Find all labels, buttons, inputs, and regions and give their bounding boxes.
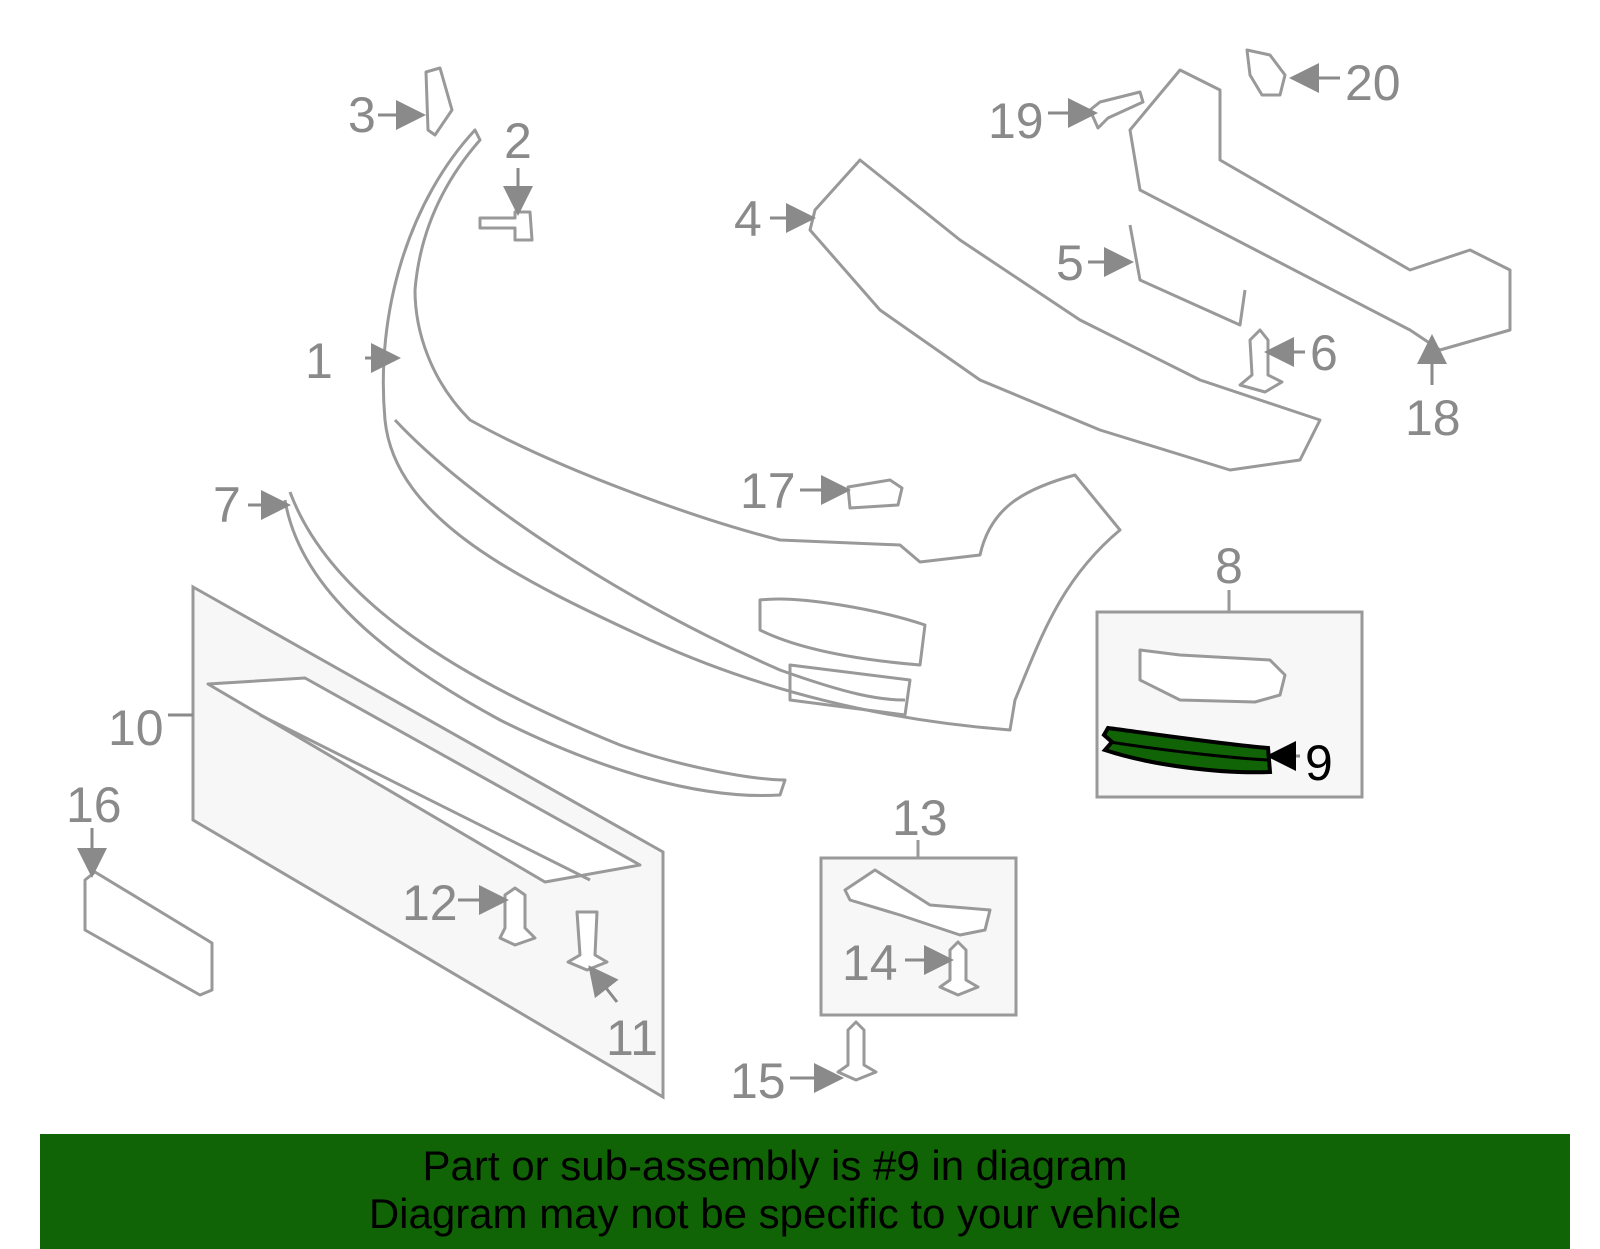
part-9-grille-highlighted bbox=[1101, 725, 1273, 775]
callout-14: 14 bbox=[842, 935, 898, 991]
callout-15: 15 bbox=[730, 1053, 786, 1109]
part-10-undertray bbox=[206, 676, 642, 884]
callout-7: 7 bbox=[213, 477, 241, 533]
callout-10: 10 bbox=[108, 700, 164, 756]
part-15-push-pin bbox=[836, 1020, 878, 1082]
callout-arrow-11 bbox=[588, 965, 619, 1003]
part-5-bracket bbox=[1128, 224, 1247, 327]
callout-8: 8 bbox=[1215, 538, 1243, 594]
part-1-bumper-cover bbox=[381, 128, 1122, 732]
callout-20: 20 bbox=[1345, 55, 1401, 111]
callout-11: 11 bbox=[606, 1010, 658, 1066]
part-20-clip-nut bbox=[1245, 48, 1287, 97]
callout-18: 18 bbox=[1405, 390, 1461, 446]
part-7-lower-strip bbox=[283, 491, 787, 798]
part-16-plate-bracket bbox=[83, 870, 214, 997]
part-14-push-pin bbox=[938, 940, 980, 997]
part-18-reinforcement bbox=[1128, 68, 1512, 352]
part-3-clip bbox=[424, 66, 454, 137]
callout-17: 17 bbox=[740, 463, 796, 519]
callout-3: 3 bbox=[348, 87, 376, 143]
callout-4: 4 bbox=[734, 191, 762, 247]
callout-5: 5 bbox=[1056, 235, 1084, 291]
part-10-detail bbox=[259, 713, 591, 882]
part-1-lower-vent bbox=[788, 663, 912, 717]
part-4-energy-absorber bbox=[808, 158, 1322, 472]
part-17-tow-cover bbox=[846, 478, 904, 510]
part-1-fog-opening bbox=[758, 597, 927, 667]
part-1-lower-grille bbox=[393, 418, 906, 702]
banner-line-1: Part or sub-assembly is #9 in diagram bbox=[422, 1142, 1128, 1189]
callout-1: 1 bbox=[305, 333, 333, 389]
info-banner: Part or sub-assembly is #9 in diagram Di… bbox=[40, 1134, 1570, 1249]
callout-19: 19 bbox=[988, 93, 1044, 149]
part-9-grille-slat bbox=[1109, 740, 1269, 762]
callout-2: 2 bbox=[504, 113, 532, 169]
callout-13: 13 bbox=[892, 790, 948, 846]
part-13-bracket bbox=[843, 868, 992, 937]
part-6-push-pin bbox=[1238, 328, 1284, 394]
banner-line-2: Diagram may not be specific to your vehi… bbox=[368, 1190, 1182, 1237]
callout-16: 16 bbox=[66, 777, 122, 833]
callout-6: 6 bbox=[1310, 325, 1338, 381]
callout-12: 12 bbox=[402, 875, 458, 931]
callout-9: 9 bbox=[1305, 735, 1333, 791]
part-2-bolt bbox=[478, 210, 534, 242]
part-8-fog-lamp-bezel bbox=[1138, 648, 1287, 704]
